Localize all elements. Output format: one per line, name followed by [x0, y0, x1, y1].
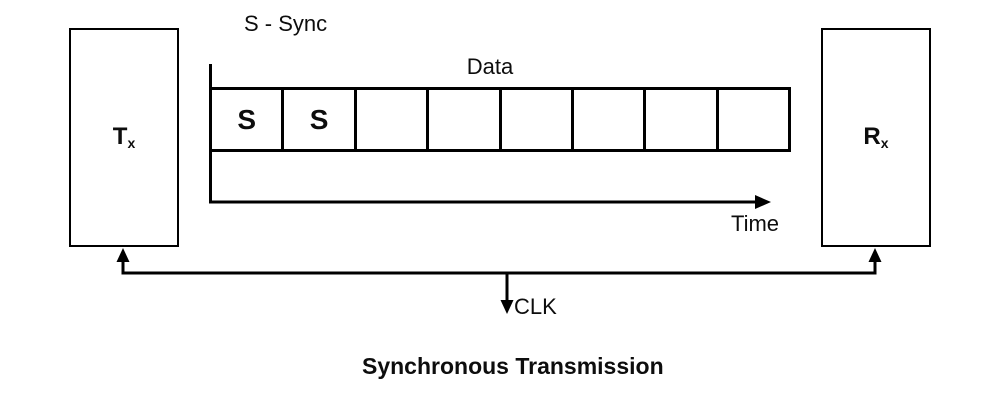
- time-axis-label: Time: [730, 211, 780, 236]
- time-axis-right-arrowhead-icon: [755, 195, 771, 209]
- receiver-letter: R: [863, 123, 881, 150]
- receiver-subscript: x: [880, 135, 889, 151]
- transmitter-subscript: x: [127, 135, 136, 151]
- sync-legend-label: S - Sync: [244, 11, 328, 36]
- frame-cell-6: [574, 90, 647, 149]
- data-frame-row: S S: [209, 87, 791, 152]
- frame-cell-4: [429, 90, 502, 149]
- tx-up-arrowhead-icon: [116, 248, 130, 262]
- frame-cell-3: [357, 90, 430, 149]
- receiver-label: Rx: [863, 123, 889, 151]
- frame-cell-7: [646, 90, 719, 149]
- frame-cell-1: S: [212, 90, 285, 149]
- clk-down-arrowhead-icon: [500, 300, 514, 314]
- data-label: Data: [466, 54, 514, 79]
- diagram-caption: Synchronous Transmission: [362, 353, 664, 379]
- rx-up-arrowhead-icon: [868, 248, 882, 262]
- frame-cell-8: [719, 90, 788, 149]
- frame-cell-5: [502, 90, 574, 149]
- clock-bus: [116, 248, 882, 314]
- frame-cell-value: S: [309, 103, 329, 135]
- clk-label: CLK: [514, 294, 557, 319]
- frame-cell-2: S: [284, 90, 357, 149]
- transmitter-box: Tx: [69, 28, 179, 247]
- frame-cell-value: S: [237, 103, 257, 135]
- transmitter-letter: T: [112, 123, 128, 150]
- receiver-box: Rx: [821, 28, 931, 247]
- transmitter-label: Tx: [112, 123, 136, 151]
